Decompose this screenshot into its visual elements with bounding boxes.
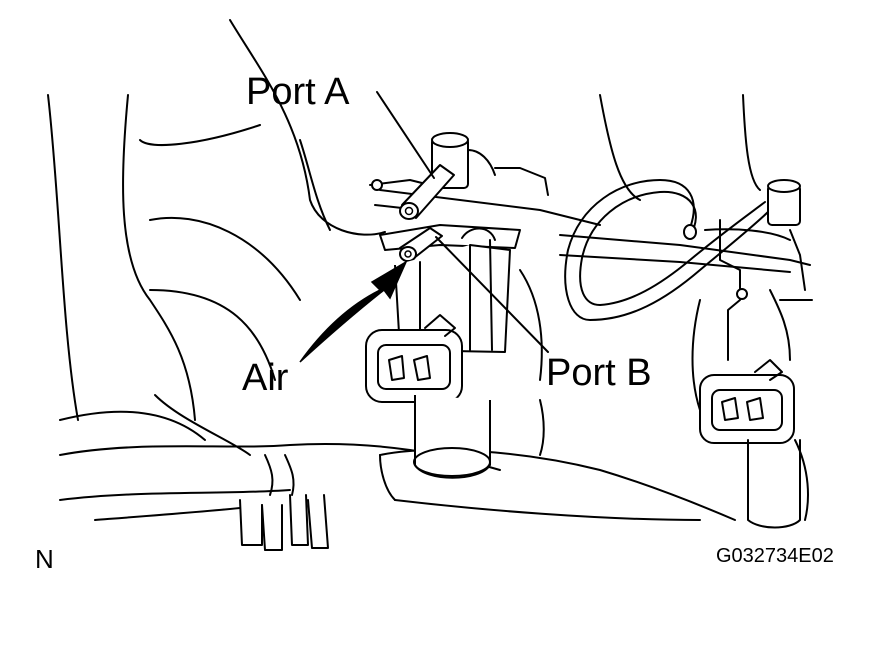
air-arrow (299, 260, 408, 363)
right-vsv (699, 179, 813, 529)
engine-background-lines (47, 19, 809, 521)
corner-letter: N (35, 544, 54, 574)
figure-code: G032734E02 (716, 545, 834, 567)
lower-hoses (59, 443, 736, 551)
main-vsv (365, 132, 549, 479)
port-b-leader (435, 236, 549, 353)
port-a-label: Port A (246, 71, 350, 113)
port-b-label: Port B (546, 352, 652, 394)
hose-loop (564, 179, 771, 321)
air-label: Air (242, 357, 289, 399)
port-a-leader (376, 91, 435, 179)
leader-lines (299, 91, 549, 363)
